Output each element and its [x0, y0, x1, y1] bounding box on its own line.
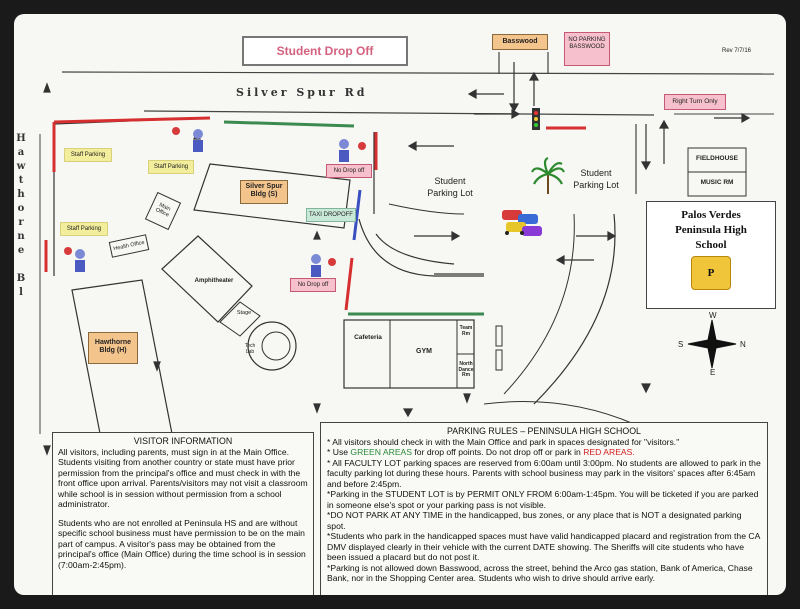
crossing-guard-icon	[64, 247, 85, 272]
no-drop-off-1: No Drop off	[326, 164, 372, 178]
crossing-guard-icon	[172, 127, 203, 152]
road-letter: h	[17, 189, 25, 200]
palm-tree-icon	[531, 156, 565, 194]
revision-label: Rev 7/7/16	[722, 48, 752, 54]
rule-2-red: RED AREAS.	[583, 447, 635, 458]
rule-1: * All visitors should check in with the …	[327, 436, 680, 447]
school-box: Palos Verdes Peninsula High School P	[646, 201, 776, 309]
road-letter: w	[16, 161, 26, 172]
road-letter: t	[18, 175, 24, 186]
bldg-gym: GYM	[416, 348, 432, 355]
school-name-line3: School	[695, 239, 727, 251]
staff-parking-1: Staff Parking	[64, 148, 112, 162]
taxi-dropoff: TAXI DROPOFF	[306, 208, 356, 222]
road-letter: B	[16, 273, 26, 284]
mascot-logo-icon: P	[691, 256, 731, 290]
bldg-hawthorne: Hawthorne Bldg (H)	[88, 332, 138, 364]
visitor-info-panel: VISITOR INFORMATION All visitors, includ…	[52, 432, 314, 595]
title-box: Student Drop Off	[242, 36, 408, 66]
road-letter: r	[18, 217, 24, 228]
rule-2: * Use GREEN AREAS for drop off points. D…	[327, 447, 761, 457]
road-letter: l	[19, 287, 23, 298]
road-letter-gap	[16, 258, 26, 272]
rule-2-a: * Use	[327, 447, 351, 458]
student-lot-label-1: Student Parking Lot	[427, 176, 473, 198]
bldg-team-rm: Team Rm	[459, 325, 473, 337]
road-letter: a	[17, 147, 25, 158]
cars-icon	[502, 210, 542, 236]
sign-no-parking: NO PARKING BASSWOOD	[564, 32, 610, 66]
rule-3: * All FACULTY LOT parking spaces are res…	[327, 457, 761, 489]
bldg-stage: Stage	[236, 310, 252, 316]
rule-5: *DO NOT PARK AT ANY TIME in the handicap…	[327, 510, 742, 531]
bldg-tech-lab: Tech Lab	[244, 343, 256, 355]
sign-right-turn: Right Turn Only	[664, 94, 726, 110]
bldg-cafeteria: Cafeteria	[354, 334, 382, 341]
visitor-paragraph-2: Students who are not enrolled at Peninsu…	[58, 517, 306, 570]
sign-basswood: Basswood	[492, 34, 548, 50]
compass-n: N	[740, 340, 746, 349]
rule-6: *Students who park in the handicapped sp…	[327, 531, 760, 563]
visitor-paragraph-1: All visitors, including parents, must si…	[58, 446, 308, 510]
school-name-line1: Palos Verdes	[681, 209, 741, 221]
staff-parking-3: Staff Parking	[60, 222, 108, 236]
rule-2-green: GREEN AREAS	[350, 447, 413, 458]
bldg-fieldhouse: FIELDHOUSE	[696, 155, 738, 162]
visitor-heading: VISITOR INFORMATION	[133, 436, 233, 446]
road-letter: e	[17, 245, 25, 256]
staff-parking-2: Staff Parking	[148, 160, 194, 174]
crossing-guard-icon	[311, 254, 336, 277]
crossing-guard-icon	[339, 139, 366, 162]
no-drop-off-2: No Drop off	[290, 278, 336, 292]
road-letter: o	[17, 203, 25, 214]
bldg-amphitheater: Amphitheater	[194, 278, 234, 284]
parking-rules-panel: PARKING RULES – PENINSULA HIGH SCHOOL * …	[320, 422, 768, 595]
page-title: Student Drop Off	[276, 44, 374, 58]
bldg-silver-spur: Silver Spur Bldg (S)	[240, 180, 288, 204]
rule-7: *Parking is not allowed down Basswood, a…	[327, 562, 753, 584]
map-sheet: Student Drop Off Rev 7/7/16 Silver Spur …	[14, 14, 786, 595]
rules-heading: PARKING RULES – PENINSULA HIGH SCHOOL	[447, 426, 641, 436]
rule-2-c: for drop off points. Do not drop off or …	[412, 447, 584, 458]
compass-s: S	[678, 340, 684, 349]
compass-rose-icon	[687, 319, 737, 369]
school-name-line2: Peninsula High	[675, 224, 747, 236]
road-letter: H	[16, 133, 26, 144]
road-silver-spur: Silver Spur Rd	[236, 86, 368, 99]
rule-4: *Parking in the STUDENT LOT is by PERMIT…	[327, 489, 759, 510]
bldg-north-dance: North Dance Rm	[458, 361, 474, 378]
bldg-music-rm: MUSIC RM	[700, 179, 734, 186]
compass-w: W	[709, 311, 717, 320]
student-lot-label-2: Student Parking Lot	[573, 168, 619, 190]
compass-e: E	[710, 368, 716, 377]
road-letter: n	[17, 231, 25, 242]
